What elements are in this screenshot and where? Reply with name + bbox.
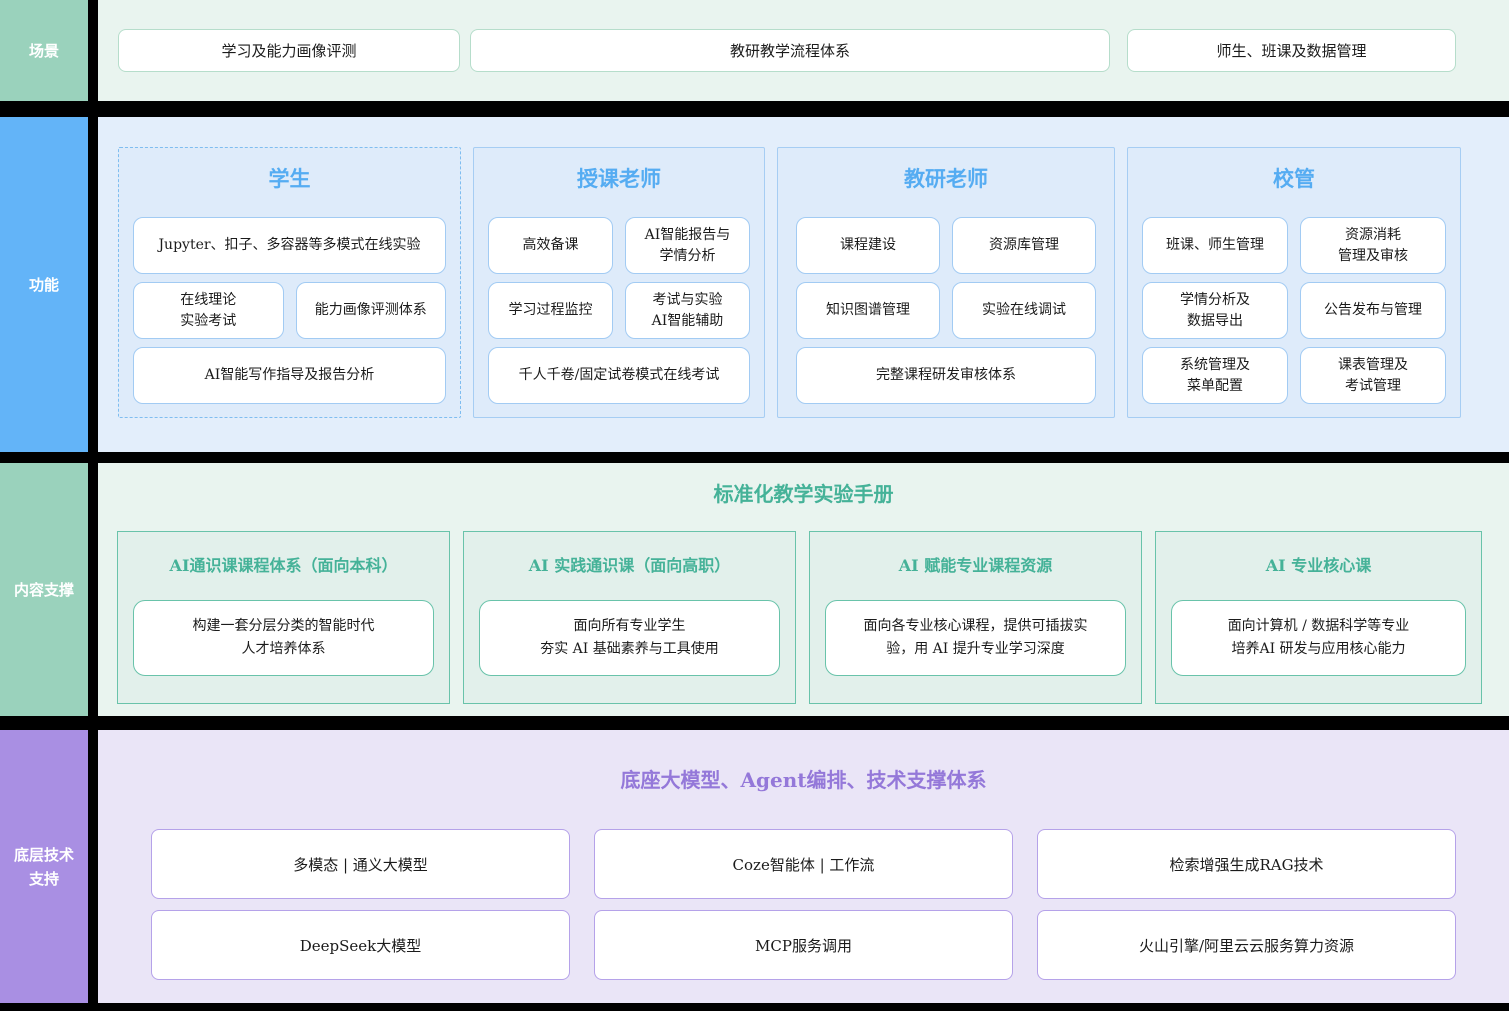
scene-band: 场景 学习及能力画像评测 教研教学流程体系 师生、班课及数据管理 [0, 0, 1509, 101]
course-group-title: AI 实践通识课（面向高职） [528, 556, 731, 575]
course-group-desc: 构建一套分层分类的智能时代 人才培养体系 [133, 600, 434, 676]
function-group-lecturers: 授课老师 高效备课 AI智能报告与 学情分析 学习过程监控 考试与实验 AI智能… [473, 147, 765, 418]
function-item: 在线理论 实验考试 [133, 282, 284, 339]
scene-content: 学习及能力画像评测 教研教学流程体系 师生、班课及数据管理 [98, 0, 1509, 101]
function-item: Jupyter、扣子、多容器等多模式在线实验 [133, 217, 446, 274]
course-group-desc: 面向所有专业学生 夯实 AI 基础素养与工具使用 [479, 600, 780, 676]
scene-item: 师生、班课及数据管理 [1127, 29, 1456, 72]
function-group-title: 校管 [1273, 166, 1315, 191]
function-item-grid: 课程建设 资源库管理 知识图谱管理 实验在线调试 完整课程研发审核体系 [796, 217, 1096, 404]
function-item: 千人千卷/固定试卷模式在线考试 [488, 347, 750, 404]
course-group: AI通识课课程体系（面向本科） 构建一套分层分类的智能时代 人才培养体系 [117, 531, 450, 704]
content-support-band: 内容支撑 标准化教学实验手册 AI通识课课程体系（面向本科） 构建一套分层分类的… [0, 463, 1509, 716]
course-group-desc: 面向各专业核心课程，提供可插拔实 验，用 AI 提升专业学习深度 [825, 600, 1126, 676]
scene-item: 学习及能力画像评测 [118, 29, 460, 72]
function-item: 系统管理及 菜单配置 [1142, 347, 1288, 404]
tech-item: 火山引擎/阿里云云服务算力资源 [1037, 910, 1456, 980]
content-support-title: 标准化教学实验手册 [713, 482, 894, 506]
function-item-grid: 班课、师生管理 资源消耗 管理及审核 学情分析及 数据导出 公告发布与管理 系统… [1142, 217, 1446, 404]
tech-content: 底座大模型、Agent编排、技术支撑体系 多模态 | 通义大模型 Coze智能体… [98, 730, 1509, 1003]
scene-item: 教研教学流程体系 [470, 29, 1110, 72]
function-item: 学习过程监控 [488, 282, 613, 339]
function-item: 知识图谱管理 [796, 282, 940, 339]
function-group-admins: 校管 班课、师生管理 资源消耗 管理及审核 学情分析及 数据导出 公告发布与管理… [1127, 147, 1461, 418]
course-group-desc: 面向计算机 / 数据科学等专业 培养AI 研发与应用核心能力 [1171, 600, 1466, 676]
tech-item: 多模态 | 通义大模型 [151, 829, 570, 899]
function-item: 公告发布与管理 [1300, 282, 1446, 339]
function-group-title: 授课老师 [577, 166, 661, 191]
tech-title: 底座大模型、Agent编排、技术支撑体系 [620, 768, 987, 792]
band-label-function: 功能 [0, 117, 88, 452]
band-label-content-support: 内容支撑 [0, 463, 88, 716]
band-label-tech: 底层技术 支持 [0, 730, 88, 1003]
function-item: 班课、师生管理 [1142, 217, 1288, 274]
course-group: AI 实践通识课（面向高职） 面向所有专业学生 夯实 AI 基础素养与工具使用 [463, 531, 796, 704]
function-item-grid: 高效备课 AI智能报告与 学情分析 学习过程监控 考试与实验 AI智能辅助 千人… [488, 217, 750, 404]
course-group: AI 专业核心课 面向计算机 / 数据科学等专业 培养AI 研发与应用核心能力 [1155, 531, 1482, 704]
function-item: 资源消耗 管理及审核 [1300, 217, 1446, 274]
content-support-content: 标准化教学实验手册 AI通识课课程体系（面向本科） 构建一套分层分类的智能时代 … [98, 463, 1509, 716]
function-item: 课表管理及 考试管理 [1300, 347, 1446, 404]
function-item: 学情分析及 数据导出 [1142, 282, 1288, 339]
course-group-title: AI 专业核心课 [1265, 556, 1372, 575]
content-support-groups: AI通识课课程体系（面向本科） 构建一套分层分类的智能时代 人才培养体系 AI … [98, 531, 1509, 704]
function-group-researchers: 教研老师 课程建设 资源库管理 知识图谱管理 实验在线调试 完整课程研发审核体系 [777, 147, 1115, 418]
tech-item: MCP服务调用 [594, 910, 1013, 980]
course-group-title: AI 赋能专业课程资源 [898, 556, 1053, 575]
function-item: AI智能写作指导及报告分析 [133, 347, 446, 404]
tech-item: Coze智能体 | 工作流 [594, 829, 1013, 899]
function-item: 完整课程研发审核体系 [796, 347, 1096, 404]
band-label-scene: 场景 [0, 0, 88, 101]
function-item: 能力画像评测体系 [295, 282, 446, 339]
function-item-grid: Jupyter、扣子、多容器等多模式在线实验 在线理论 实验考试 能力画像评测体… [133, 217, 446, 404]
function-item: 考试与实验 AI智能辅助 [625, 282, 750, 339]
function-band: 功能 学生 Jupyter、扣子、多容器等多模式在线实验 在线理论 实验考试 能… [0, 117, 1509, 452]
function-item: AI智能报告与 学情分析 [625, 217, 750, 274]
function-item: 资源库管理 [952, 217, 1096, 274]
function-item: 高效备课 [488, 217, 613, 274]
tech-grid: 多模态 | 通义大模型 Coze智能体 | 工作流 检索增强生成RAG技术 De… [98, 829, 1509, 980]
function-item: 课程建设 [796, 217, 940, 274]
course-group: AI 赋能专业课程资源 面向各专业核心课程，提供可插拔实 验，用 AI 提升专业… [809, 531, 1142, 704]
function-group-students: 学生 Jupyter、扣子、多容器等多模式在线实验 在线理论 实验考试 能力画像… [118, 147, 461, 418]
course-group-title: AI通识课课程体系（面向本科） [169, 556, 398, 575]
tech-item: 检索增强生成RAG技术 [1037, 829, 1456, 899]
function-group-title: 教研老师 [904, 166, 988, 191]
tech-band: 底层技术 支持 底座大模型、Agent编排、技术支撑体系 多模态 | 通义大模型… [0, 730, 1509, 1003]
function-group-title: 学生 [268, 166, 311, 191]
function-item: 实验在线调试 [952, 282, 1096, 339]
tech-item: DeepSeek大模型 [151, 910, 570, 980]
function-content: 学生 Jupyter、扣子、多容器等多模式在线实验 在线理论 实验考试 能力画像… [98, 117, 1509, 452]
